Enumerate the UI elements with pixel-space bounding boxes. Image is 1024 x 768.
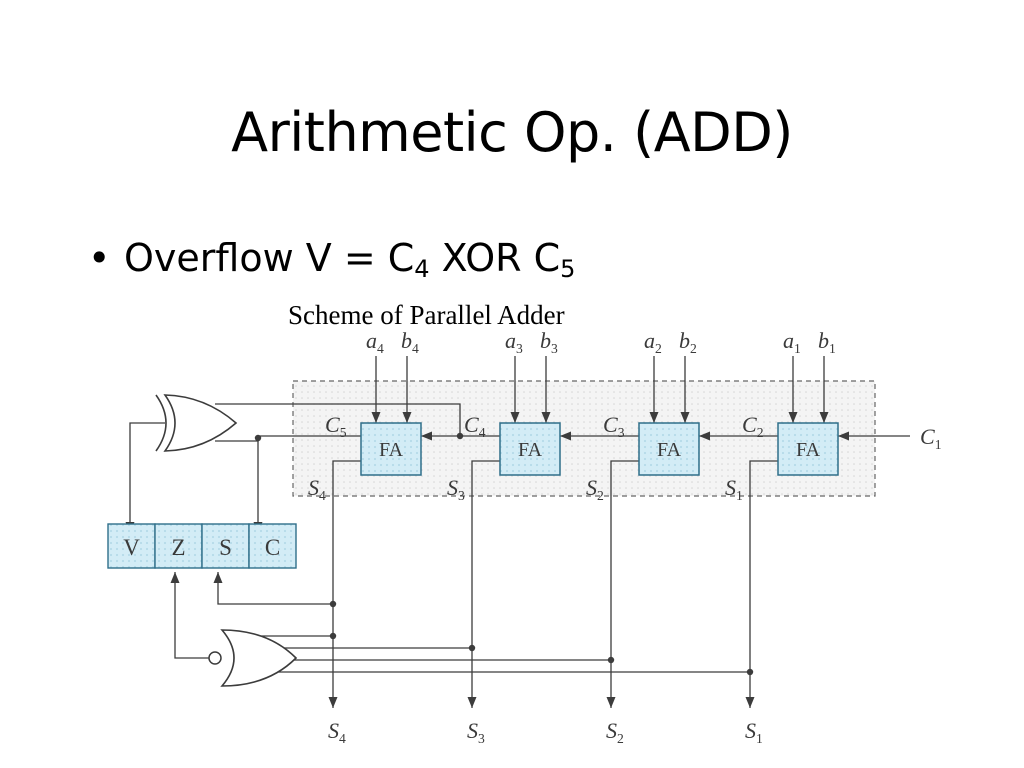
nor-gate (220, 629, 298, 687)
carry-wire-4-arrow (421, 431, 432, 441)
input-a-wire-4-arrow (371, 412, 381, 423)
input-b-label-4: b4 (401, 328, 419, 356)
sum-wire-4-arrow (328, 697, 338, 708)
input-b-label-2: b2 (679, 328, 697, 356)
c4-to-xor-wire (215, 403, 461, 436)
output-label-4: S4 (328, 718, 346, 746)
flag-cell-c (248, 523, 297, 569)
wires (125, 356, 910, 708)
junction-nor-4 (329, 632, 337, 640)
sum-wire-2-arrow (606, 697, 616, 708)
full-adder-3 (499, 422, 561, 476)
input-b-label-1: b1 (818, 328, 836, 356)
input-a-wire-1-arrow (788, 412, 798, 423)
flag-label-v: V (123, 535, 140, 560)
input-a-label-2: a2 (644, 328, 662, 356)
output-label-2: S2 (606, 718, 624, 746)
full-adder-4 (360, 422, 422, 476)
output-label-1: S1 (745, 718, 763, 746)
zero-flag-wire-arrow (170, 572, 180, 583)
input-b-label-3: b3 (540, 328, 558, 356)
bullet-point-icon: • (88, 236, 111, 280)
input-b-wire-4-arrow (402, 412, 412, 423)
sum-wire-1 (749, 460, 778, 708)
junction-nor-3 (468, 644, 476, 652)
flag-label-c: C (265, 535, 280, 560)
xor-gate (163, 394, 238, 452)
full-adder-1 (777, 422, 839, 476)
flag-cell-s (201, 523, 250, 569)
zero-flag-wire (174, 572, 209, 659)
bullet-sub-4: 4 (414, 255, 430, 283)
carry-wire-2-arrow (699, 431, 710, 441)
xor-gate-back-curve (155, 394, 167, 452)
junction-nor-1 (746, 668, 754, 676)
input-b-wire-2-arrow (680, 412, 690, 423)
junction-c5 (254, 434, 262, 442)
bullet-overflow: • Overflow V = C4 XOR C5 (88, 232, 575, 295)
input-b-wire-3-arrow (541, 412, 551, 423)
full-adder-label-4: FA (379, 439, 404, 461)
carry-in-label: C1 (920, 424, 942, 452)
sum-wire-3 (471, 460, 500, 708)
slide-title: Arithmetic Op. (ADD) (231, 101, 793, 164)
flag-label-z: Z (171, 535, 185, 560)
input-a-label-4: a4 (366, 328, 384, 356)
junction-s4-sign (329, 600, 337, 608)
input-a-label-1: a1 (783, 328, 801, 356)
input-b-wire-1-arrow (819, 412, 829, 423)
junction-c4 (456, 432, 464, 440)
full-adder-label-1: FA (796, 439, 821, 461)
nor-bubble (208, 651, 222, 665)
sum-wire-2 (610, 460, 639, 708)
junction-nor-2 (607, 656, 615, 664)
sum-wire-3-arrow (467, 697, 477, 708)
output-label-3: S3 (467, 718, 485, 746)
sign-flag-wire (217, 572, 333, 605)
flag-label-s: S (219, 535, 232, 560)
full-adder-2 (638, 422, 700, 476)
diagram-caption: Scheme of Parallel Adder (288, 300, 565, 330)
sign-flag-wire-arrow (213, 572, 223, 583)
flag-cell-v (107, 523, 156, 569)
bullet-text-mid: XOR C (429, 236, 561, 280)
input-a-wire-2-arrow (649, 412, 659, 423)
sum-wire-4 (332, 460, 361, 708)
bullet-sub-5: 5 (560, 255, 576, 283)
bullet-text: Overflow V = C (124, 236, 415, 280)
full-adder-label-2: FA (657, 439, 682, 461)
flag-cell-z (154, 523, 203, 569)
sum-wire-1-arrow (745, 697, 755, 708)
full-adder-label-3: FA (518, 439, 543, 461)
input-a-wire-3-arrow (510, 412, 520, 423)
carry-in-wire-arrow (838, 431, 849, 441)
carry-wire-3-arrow (560, 431, 571, 441)
input-a-label-3: a3 (505, 328, 523, 356)
xor-out-wire (129, 422, 165, 533)
